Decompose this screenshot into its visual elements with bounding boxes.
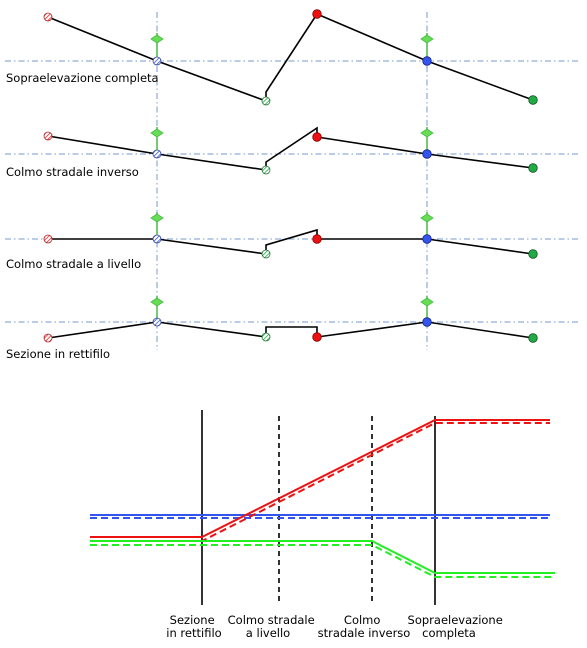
cross-section-profile bbox=[47, 126, 534, 171]
inner-edge-profile-line bbox=[90, 540, 555, 574]
section-label: Colmo stradale a livello bbox=[6, 257, 141, 271]
cross-section-profile bbox=[47, 321, 534, 339]
edge-point-marker bbox=[312, 9, 322, 19]
axis-point-marker bbox=[422, 317, 432, 327]
section-label: Sopraelevazione completa bbox=[6, 71, 159, 85]
rotation-pole-icon bbox=[420, 127, 434, 153]
section-label: Colmo stradale inverso bbox=[6, 165, 139, 179]
edge-point-marker bbox=[261, 332, 271, 342]
axis-point-marker bbox=[152, 317, 162, 327]
station-label: Sopraelevazione completa bbox=[408, 613, 507, 640]
section-colmo-stradale-inverso: Colmo stradale inverso bbox=[5, 126, 580, 179]
axis-point-marker bbox=[152, 234, 162, 244]
edge-profile-panel: Sezione in rettifilo Colmo stradale a li… bbox=[90, 410, 555, 640]
outer-edge-profile-line bbox=[90, 419, 550, 538]
edge-point-marker bbox=[528, 95, 538, 105]
inner-edge-profile-line-dashed bbox=[90, 544, 555, 578]
edge-point-marker bbox=[312, 132, 322, 142]
cross-sections-panel: Sopraelevazione completa Colmo stradale … bbox=[5, 9, 580, 361]
rotation-pole-icon bbox=[150, 212, 164, 238]
edge-point-marker bbox=[528, 163, 538, 173]
axis-point-marker bbox=[422, 234, 432, 244]
edge-point-marker bbox=[43, 333, 53, 343]
axis-point-marker bbox=[422, 56, 432, 66]
section-colmo-stradale-a-livello: Colmo stradale a livello bbox=[5, 212, 580, 271]
rotation-pole-icon bbox=[420, 33, 434, 60]
station-label: Colmo stradale a livello bbox=[228, 613, 319, 640]
outer-edge-profile-line-dashed bbox=[90, 422, 550, 542]
station-label: Colmo stradale inverso bbox=[318, 613, 411, 640]
cross-section-profile bbox=[47, 13, 534, 103]
axis-point-marker bbox=[152, 149, 162, 159]
rotation-pole-icon bbox=[150, 127, 164, 153]
edge-point-marker bbox=[261, 165, 271, 175]
cross-section-profile bbox=[48, 228, 534, 255]
axis-point-marker bbox=[422, 149, 432, 159]
edge-point-marker bbox=[312, 234, 322, 244]
station-label: Sezione in rettifilo bbox=[166, 613, 221, 640]
edge-point-marker bbox=[261, 249, 271, 259]
edge-point-marker bbox=[261, 96, 271, 106]
edge-point-marker bbox=[43, 131, 53, 141]
edge-point-marker bbox=[528, 249, 538, 259]
edge-point-marker bbox=[43, 234, 53, 244]
axis-point-marker bbox=[152, 56, 162, 66]
edge-point-marker bbox=[528, 333, 538, 343]
edge-point-marker bbox=[312, 332, 322, 342]
rotation-pole-icon bbox=[150, 296, 164, 321]
rotation-pole-icon bbox=[420, 212, 434, 238]
rotation-pole-icon bbox=[420, 296, 434, 321]
section-sezione-in-rettifilo: Sezione in rettifilo bbox=[5, 296, 580, 361]
rotation-pole-icon bbox=[150, 33, 164, 60]
section-label: Sezione in rettifilo bbox=[6, 347, 110, 361]
edge-point-marker bbox=[43, 12, 53, 22]
section-sopraelevazione-completa: Sopraelevazione completa bbox=[5, 9, 580, 106]
